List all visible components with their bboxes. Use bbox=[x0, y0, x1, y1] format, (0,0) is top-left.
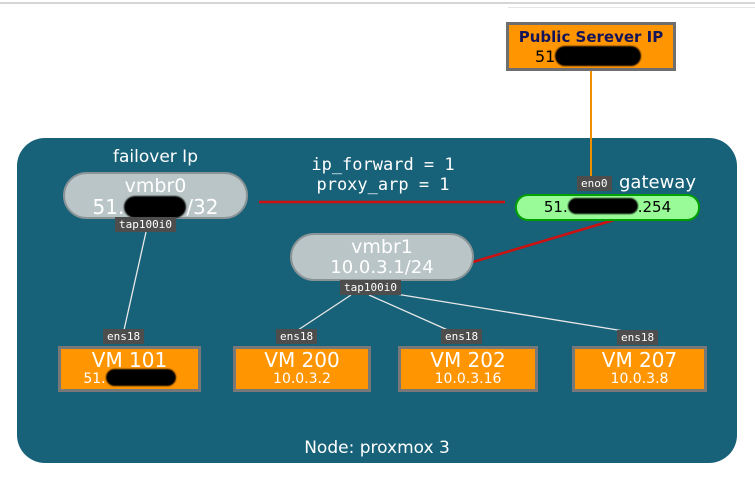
bridge-vmbr0-ip: 51./32 bbox=[92, 195, 219, 219]
vm-202-box: VM 202 10.0.3.16 bbox=[398, 346, 538, 392]
bridge-vmbr0-box: vmbr0 51./32 bbox=[63, 172, 248, 219]
wire-gateway-to-vmbr1 bbox=[472, 218, 615, 264]
ens18-tag-vm101: ens18 bbox=[103, 329, 145, 344]
wire-tap100i0-to-vm101 bbox=[123, 231, 147, 331]
sysctl-ip-forward: ip_forward = 1 bbox=[311, 155, 455, 175]
top-divider-line bbox=[0, 2, 755, 4]
node-name-label: Node: proxmox 3 bbox=[304, 438, 450, 458]
vm-200-box: VM 200 10.0.3.2 bbox=[233, 346, 371, 392]
sysctl-settings-text: ip_forward = 1 proxy_arp = 1 bbox=[268, 155, 498, 195]
vm-207-ip: 10.0.3.8 bbox=[610, 371, 669, 387]
gateway-ip-box: 51..254 bbox=[515, 194, 700, 221]
redacted-ip-blob bbox=[105, 369, 176, 386]
vm-101-name: VM 101 bbox=[91, 348, 168, 372]
redacted-ip-blob bbox=[567, 198, 638, 214]
wire-tap100i0-to-vm202 bbox=[368, 294, 451, 332]
wire-tap100i0-to-vm207 bbox=[395, 293, 631, 333]
eno0-interface-tag: eno0 bbox=[577, 176, 612, 191]
vm-101-ip: 51. bbox=[61, 369, 198, 387]
sysctl-proxy-arp: proxy_arp = 1 bbox=[316, 175, 450, 195]
vm-200-name: VM 200 bbox=[264, 348, 340, 372]
bridge-vmbr1-ip: 10.0.3.1/24 bbox=[330, 257, 434, 278]
ens18-tag-vm200: ens18 bbox=[276, 329, 318, 344]
vm-202-name: VM 202 bbox=[430, 348, 506, 372]
redacted-ip-blob bbox=[555, 46, 642, 66]
gateway-label: gateway bbox=[619, 172, 696, 193]
vm-200-ip: 10.0.3.2 bbox=[273, 371, 331, 387]
bridge-vmbr1-box: vmbr1 10.0.3.1/24 bbox=[290, 233, 474, 281]
vm-202-ip: 10.0.3.16 bbox=[434, 371, 502, 387]
tap-interface-tag-vmbr1: tap100i0 bbox=[340, 280, 401, 295]
redacted-ip-blob bbox=[124, 196, 187, 218]
ens18-tag-vm207: ens18 bbox=[617, 330, 659, 345]
failover-ip-label: failover Ip bbox=[113, 147, 198, 167]
vm-101-box: VM 101 51. bbox=[58, 346, 201, 392]
bridge-vmbr0-name: vmbr0 bbox=[124, 175, 187, 197]
public-server-title: Public Serever IP bbox=[518, 28, 664, 46]
public-server-ip: 51 bbox=[509, 46, 673, 67]
vm-207-box: VM 207 10.0.3.8 bbox=[572, 346, 707, 392]
wire-tap100i0-to-vm200 bbox=[297, 294, 352, 331]
tap-interface-tag-vmbr0: tap100i0 bbox=[115, 217, 176, 232]
ens18-tag-vm202: ens18 bbox=[441, 329, 483, 344]
top-divider-line-secondary bbox=[508, 7, 755, 8]
vm-207-name: VM 207 bbox=[601, 348, 678, 372]
public-server-ip-box: Public Serever IP 51 bbox=[506, 22, 676, 71]
bridge-vmbr1-name: vmbr1 bbox=[351, 236, 413, 258]
